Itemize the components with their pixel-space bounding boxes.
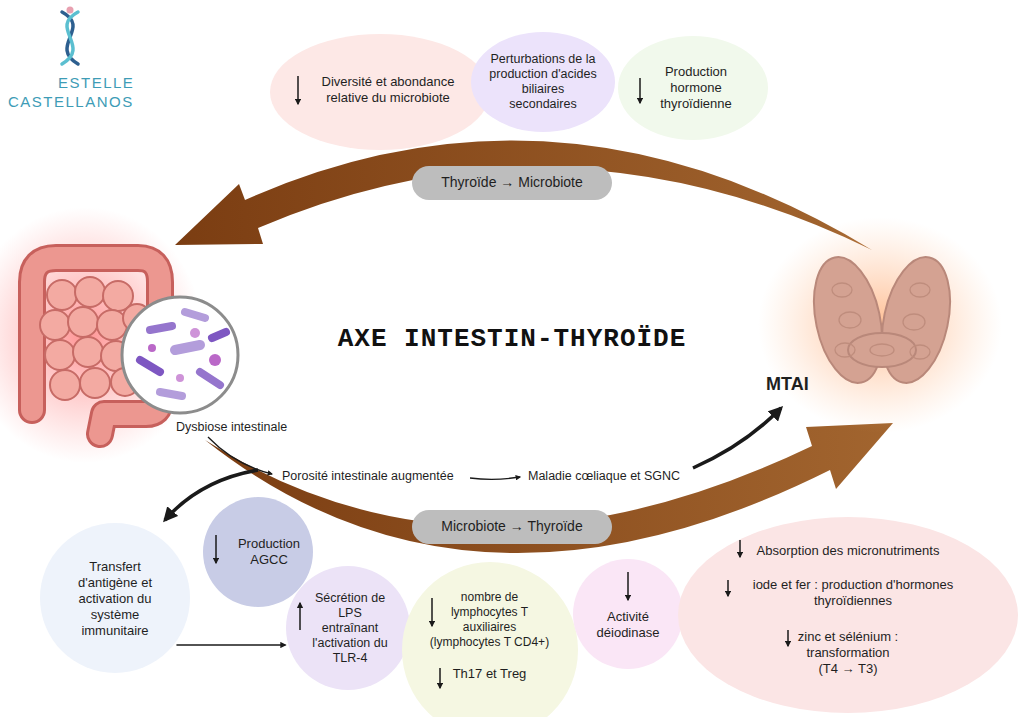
process-label: Maladie cœliaque et SGNC (528, 469, 680, 483)
mechanism-circle: Activité déiodinase (573, 559, 683, 669)
bacterium-rod (140, 360, 160, 372)
logo-dot (67, 7, 74, 14)
flow-arrow (470, 477, 520, 479)
logo-helix (62, 12, 78, 64)
direction-pill: Thyroïde → Microbiote (412, 166, 612, 200)
effect-ellipse: Perturbations de la production d'acides … (471, 32, 615, 132)
bacterium-coccus (209, 354, 221, 366)
thyroid-lobe (803, 251, 892, 390)
node-text: Perturbations de la production d'acides … (489, 52, 597, 112)
intestine-coil (68, 307, 98, 337)
mechanism-circle: Transfert d'antigène et activation du sy… (40, 523, 190, 673)
bacterium-coccus (148, 344, 156, 352)
mechanism-circle: Production AGCC (203, 497, 313, 607)
bacterium-rod (212, 332, 226, 338)
node-text: Diversité et abondance relative du micro… (308, 74, 468, 106)
node-text: iode et fer : production d'hormones thyr… (738, 577, 968, 609)
thyroid-illustration (758, 217, 1002, 433)
thyroid-lobule (835, 343, 855, 357)
effect-ellipse: Production hormone thyroïdienne (618, 36, 768, 140)
flow-arrow (208, 437, 272, 474)
diagram-title: AXE INTESTIN-THYROÏDE (0, 324, 1024, 354)
intestine-coil (75, 277, 105, 307)
thyroid-lobule (910, 345, 930, 359)
process-label: Porosité intestinale augmentée (282, 469, 454, 483)
connector-arrow (176, 644, 285, 646)
intestine-coil (47, 280, 77, 310)
thyroid-lobule (839, 312, 861, 328)
bacterium-rod (150, 326, 172, 330)
intestine-coil (73, 337, 103, 367)
logo-text: ESTELLE (58, 74, 134, 91)
disease-label: MTAI (766, 374, 809, 395)
ellipse-shape (471, 32, 615, 132)
node-text: Activité déiodinase (588, 609, 668, 641)
bacteria (140, 312, 226, 396)
pill-shape (412, 510, 612, 544)
thyroid-lobule (870, 344, 894, 356)
thyroid-texture (832, 283, 930, 359)
pill-shape (412, 166, 612, 200)
thyroid-lobule (832, 283, 852, 297)
thyroid-glow (758, 217, 1002, 433)
logo-text: CASTELLANOS (8, 93, 134, 110)
ellipse-shape (573, 559, 683, 669)
mechanism-circle: nombre de lymphocytes T auxiliaires (lym… (402, 562, 578, 717)
node-text: nombre de lymphocytes T auxiliaires (lym… (427, 590, 552, 650)
micronutrient-ellipse: Absorption des micronutriments iode et fe… (678, 517, 1018, 713)
ellipse-shape (678, 517, 1018, 713)
direction-pill: Microbiote → Thyroïde (412, 510, 612, 544)
bacterium-rod (175, 345, 200, 350)
ellipse-shape (402, 562, 578, 717)
mechanism-circle: Sécrétion de LPS entraînant l'activation… (286, 566, 410, 690)
logo-helix (62, 12, 78, 64)
thyroid-isthmus (848, 333, 916, 367)
thyroid-lobule (903, 314, 925, 330)
bacterium-rod (185, 312, 205, 318)
microbiota-lens (122, 297, 238, 413)
node-text: Absorption des micronutriments (718, 543, 978, 559)
node-text: Microbiote → Thyroïde (412, 518, 612, 535)
node-text: Th17 et Treg (427, 666, 552, 682)
node-text: Transfert d'antigène et activation du sy… (65, 559, 165, 639)
logo-mark (62, 7, 78, 65)
flow-arrow (175, 141, 872, 250)
intestine-coil (45, 340, 75, 370)
intestine-coil (80, 368, 110, 398)
bacterium-coccus (190, 328, 200, 338)
bacterium-rod (160, 392, 182, 396)
flow-arrow (693, 408, 781, 468)
ellipse-shape (203, 497, 313, 607)
effect-ellipse: Diversité et abondance relative du micro… (270, 34, 490, 150)
process-label: Dysbiose intestinale (176, 420, 287, 434)
node-text: zinc et sélénium : transformation (T4 → … (797, 629, 899, 677)
bacterium-rod (200, 372, 220, 385)
node-text: Sécrétion de LPS entraînant l'activation… (310, 591, 390, 666)
intestine-coil (50, 370, 80, 400)
bacterium-coccus (176, 374, 184, 382)
node-text: Thyroïde → Microbiote (412, 174, 612, 191)
node-text: Production AGCC (233, 536, 305, 568)
thyroid-lobule (910, 283, 930, 297)
ellipse-shape (270, 34, 490, 150)
intestine-coil (40, 310, 70, 340)
ellipse-shape (286, 566, 410, 690)
ellipse-shape (618, 36, 768, 140)
node-text: Production hormone thyroïdienne (654, 64, 738, 112)
thyroid-lobe (871, 251, 960, 390)
ellipse-shape (40, 523, 190, 673)
